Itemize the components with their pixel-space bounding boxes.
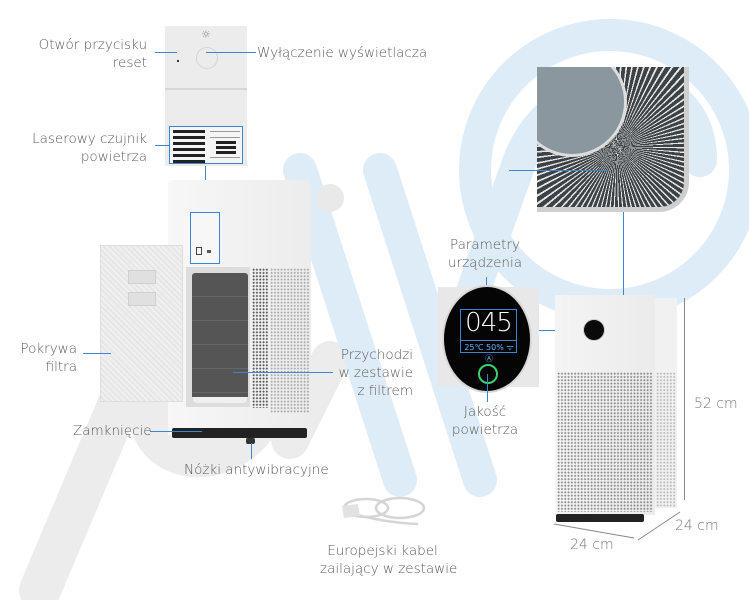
label-filter-cover: Pokrywa filtra bbox=[20, 341, 77, 375]
panel-divider bbox=[165, 88, 247, 90]
pointer-filter-cover bbox=[83, 353, 111, 354]
side-perforation bbox=[656, 372, 676, 507]
label-air-quality: Jakość powietrza bbox=[451, 404, 519, 438]
filter-cover bbox=[100, 245, 183, 402]
display-stats: 25℃ 50% ᯤ Ⓐ bbox=[461, 340, 517, 364]
label-anti-vibration-feet: Nóżki antywibracyjne bbox=[184, 462, 329, 478]
label-filter-included: Przychodzi w zestawie z filtrem bbox=[338, 347, 413, 399]
height-dimension-line bbox=[684, 298, 685, 500]
pointer-grille bbox=[509, 170, 609, 171]
label-device-params: Parametry urządzenia bbox=[447, 237, 522, 271]
label-laser-sensor: Laserowy czujnik powietrza bbox=[32, 131, 147, 165]
control-panel-closeup: ☼ bbox=[165, 26, 247, 166]
purifier-full-base bbox=[556, 514, 644, 522]
pointer-feet bbox=[251, 443, 252, 459]
filter-cap bbox=[192, 397, 248, 403]
dimension-depth: 24 cm bbox=[675, 518, 719, 534]
pointer-grille-to-purifier bbox=[623, 212, 624, 296]
pointer-display-off bbox=[206, 52, 256, 53]
display-pm25-value: 045 bbox=[465, 308, 513, 338]
purifier-display bbox=[583, 319, 605, 341]
display-off-button bbox=[196, 47, 218, 69]
display-highlight-frame bbox=[460, 309, 517, 353]
label-latch: Zamknięcie bbox=[73, 423, 152, 439]
pointer-laser-sensor bbox=[155, 145, 169, 146]
purifier-base bbox=[172, 428, 307, 438]
top-air-outlet-grille bbox=[537, 67, 689, 212]
rear-sensor-panel bbox=[190, 212, 220, 264]
purifier-side bbox=[655, 298, 677, 508]
reset-hole bbox=[177, 60, 179, 62]
laser-sensor-vents bbox=[169, 126, 243, 164]
label-power-cable: Europejski kabel zailający w zestawie bbox=[320, 543, 458, 577]
dimension-lines-base bbox=[553, 511, 681, 541]
perforated-panel bbox=[252, 268, 268, 408]
anti-vibration-foot bbox=[246, 438, 255, 444]
air-quality-ring-icon bbox=[478, 364, 498, 384]
dimension-height: 52 cm bbox=[694, 396, 738, 412]
label-display-off: Wyłączenie wyświetlacza bbox=[257, 45, 428, 61]
pointer-air-quality bbox=[487, 374, 488, 402]
power-cable-image bbox=[342, 496, 426, 526]
pointer-filter bbox=[233, 372, 333, 373]
hepa-filter bbox=[192, 273, 248, 401]
brightness-icon: ☼ bbox=[201, 28, 211, 41]
label-reset-hole: Otwór przycisku reset bbox=[38, 37, 147, 71]
front-perforation bbox=[557, 372, 653, 512]
pointer-latch bbox=[150, 431, 202, 432]
dimension-width: 24 cm bbox=[570, 537, 614, 553]
pointer-reset bbox=[155, 52, 177, 53]
perforated-side bbox=[270, 268, 310, 413]
